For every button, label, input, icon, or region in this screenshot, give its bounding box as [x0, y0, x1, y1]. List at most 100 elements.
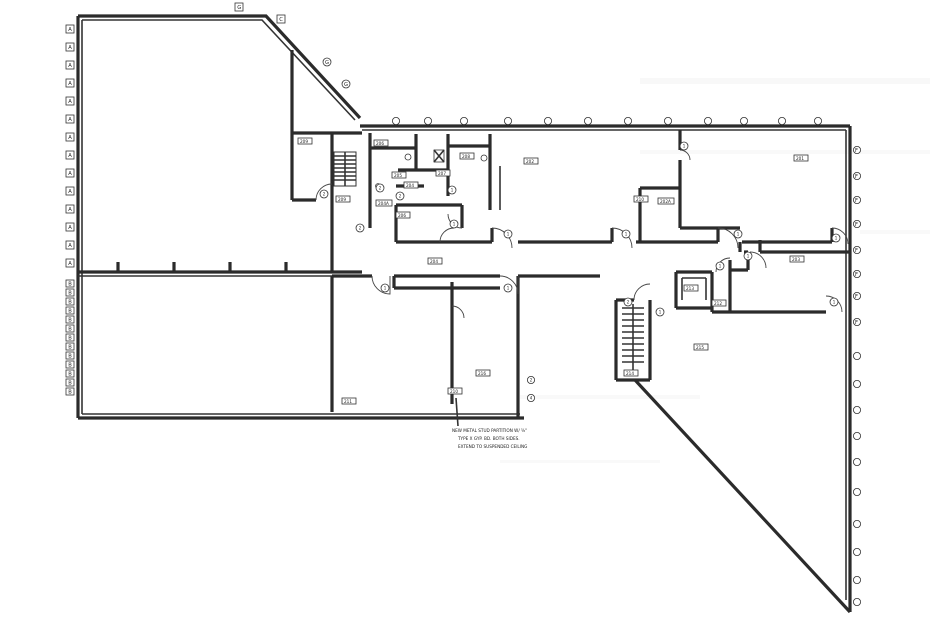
room-tag-208: 208	[462, 154, 470, 159]
grid-marker-a	[65, 24, 75, 34]
door-mark-label: 2	[379, 186, 382, 191]
grid-marker-a-label: A	[68, 135, 72, 141]
grid-markers-diagonal: G C G G	[234, 2, 351, 89]
grid-markers-east: F F F F F F F F	[853, 145, 862, 607]
room-tag-206: 206	[376, 141, 384, 146]
grid-marker-a-label: A	[68, 153, 72, 159]
room-tag-209: 209	[338, 197, 346, 202]
room-tag-202: 202	[526, 159, 534, 164]
grid-marker-a-label: A	[68, 261, 72, 267]
door-mark-label: 1	[659, 310, 662, 315]
grid-marker-c-label: C	[279, 17, 283, 23]
door-mark-label: 1	[507, 286, 510, 291]
grid-marker-a-label: A	[68, 207, 72, 213]
grid-marker-b-label: B	[68, 327, 72, 333]
grid-marker-a-label: A	[68, 243, 72, 249]
grid-marker-g-label: G	[344, 82, 348, 88]
exterior-walls	[76, 14, 852, 614]
svg-text:F: F	[855, 294, 858, 300]
room-tag-210: 210	[450, 389, 458, 394]
room-tag-216: 216	[478, 371, 486, 376]
door-mark-label: 1	[451, 188, 454, 193]
room-tag-204: 204	[406, 183, 414, 188]
grid-marker-a-label: A	[68, 189, 72, 195]
room-tag-210-mark: 210	[636, 197, 644, 202]
grid-marker-a-label: A	[68, 99, 72, 105]
grid-marker-a-label: A	[68, 225, 72, 231]
room-tag-203: 203	[792, 257, 800, 262]
room-tag-212: 212	[714, 301, 722, 306]
partition-note-line-1: NEW METAL STUD PARTITION W/ ⅝"	[452, 428, 527, 433]
door-mark-label: 1	[683, 144, 686, 149]
grid-marker-b-label: B	[68, 309, 72, 315]
partition-note: NEW METAL STUD PARTITION W/ ⅝" TYPE X GY…	[452, 397, 527, 449]
partition-note-line-2: TYPE X GYP. BD. BOTH SIDES.	[457, 436, 520, 441]
grid-marker-b-label: B	[68, 372, 72, 378]
door-mark-label: 2	[399, 194, 402, 199]
grid-markers-b: B B B B B B B B B B B B B	[65, 279, 75, 396]
grid-marker-b-label: B	[68, 345, 72, 351]
grid-marker-b-label: B	[68, 336, 72, 342]
room-tag-206b: 206	[398, 213, 406, 218]
grid-marker-b-label: B	[68, 354, 72, 360]
door-mark-label: 1	[737, 232, 740, 237]
door-mark-label: 1	[719, 264, 722, 269]
room-tag-207: 207	[438, 171, 446, 176]
grid-marker-a-label: A	[68, 117, 72, 123]
door-mark-label: 2	[530, 378, 533, 383]
grid-marker-b-label: B	[68, 282, 72, 288]
room-tag-211: 211	[344, 399, 352, 404]
room-tag-215: 215	[696, 345, 704, 350]
room-tag-214: 214	[626, 371, 634, 376]
grid-marker-b-label: B	[68, 291, 72, 297]
svg-text:F: F	[855, 222, 858, 228]
room-tag-202a: 202A	[660, 199, 671, 204]
stair-214	[622, 304, 644, 370]
room-tag-201: 201	[796, 156, 804, 161]
grid-marker-a-label: A	[68, 63, 72, 69]
grid-marker-b-label: B	[68, 381, 72, 387]
svg-text:F: F	[855, 198, 858, 204]
grid-markers-a: A A A A A A A A A A A A A A	[65, 24, 75, 268]
grid-marker-b-label: B	[68, 300, 72, 306]
grid-markers-north	[391, 117, 823, 126]
door-marks: 2 2 2 2 1 1 1 1 1 1 1 1 1 1 1 1 2 1 2 4	[319, 141, 841, 402]
door-mark-label: 1	[384, 286, 387, 291]
door-mark-label: 4	[530, 396, 533, 401]
room-tag-204a: 204A	[378, 201, 389, 206]
stair-north	[333, 151, 357, 187]
room-tag-209: 209	[300, 139, 308, 144]
door-mark-label: 2	[323, 192, 326, 197]
room-tag-205: 205	[394, 173, 402, 178]
room-tag-213b: 213	[686, 286, 694, 291]
grid-marker-b-label: B	[68, 318, 72, 324]
plumbing-fixtures	[375, 149, 488, 189]
door-mark-label: 1	[625, 232, 628, 237]
door-swings	[315, 149, 849, 319]
svg-text:F: F	[855, 272, 858, 278]
door-mark-label: 1	[453, 222, 456, 227]
room-tags: 209 209 206 205 204 204A 206 207 208 202…	[297, 137, 809, 405]
interior-walls	[78, 50, 850, 418]
svg-text:F: F	[855, 320, 858, 326]
grid-marker-g-label: G	[325, 60, 329, 66]
svg-text:F: F	[855, 248, 858, 254]
door-mark-label: 1	[507, 232, 510, 237]
grid-marker-g-label: G	[237, 5, 241, 11]
door-mark-label: 2	[359, 226, 362, 231]
door-mark-label: 1	[835, 236, 838, 241]
door-mark-label: 1	[833, 300, 836, 305]
scan-background	[500, 78, 930, 463]
grid-marker-b-label: B	[68, 390, 72, 396]
svg-text:F: F	[855, 148, 858, 154]
grid-marker-a-label: A	[68, 27, 72, 33]
door-mark-label: 1	[747, 254, 750, 259]
door-mark-label: 2	[627, 300, 630, 305]
svg-text:F: F	[855, 174, 858, 180]
grid-marker-a-label: A	[68, 171, 72, 177]
grid-marker-a-label: A	[68, 45, 72, 51]
partition-note-line-3: EXTEND TO SUSPENDED CEILING	[458, 444, 527, 449]
grid-marker-a-label: A	[68, 81, 72, 87]
grid-marker-b-label: B	[68, 363, 72, 369]
